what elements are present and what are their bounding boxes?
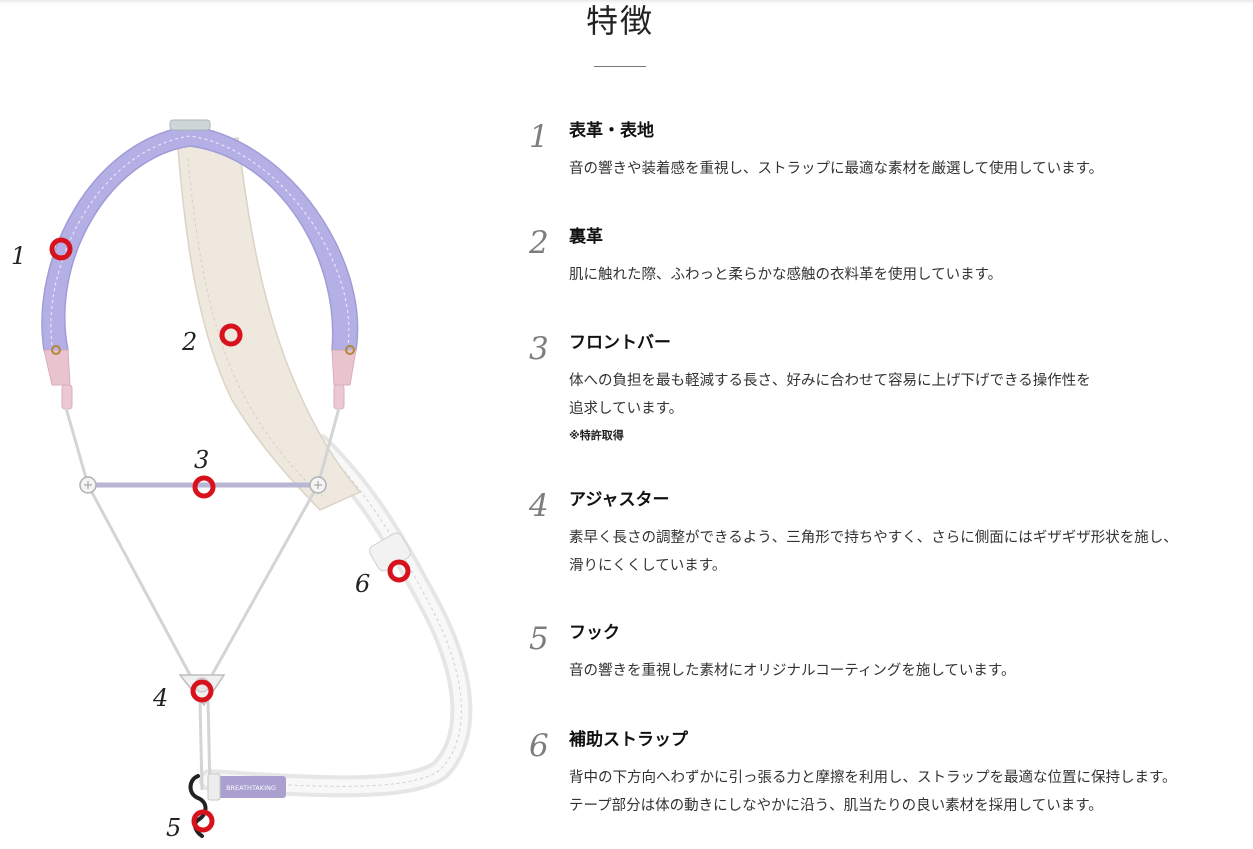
feature-title: フック — [569, 623, 620, 643]
back-pad — [177, 137, 362, 511]
feature-title: フロントバー — [569, 333, 671, 353]
feature-number: 1 — [529, 119, 549, 155]
feature-description: 音の響きを重視した素材にオリジナルコーティングを施しています。 — [569, 663, 1016, 679]
feature-description: 肌に触れた際、ふわっと柔らかな感触の衣料革を使用しています。 — [569, 267, 1003, 283]
marker-4 — [190, 679, 214, 703]
marker-3 — [192, 475, 216, 499]
feature-description: 素早く長さの調整ができるよう、三角形で持ちやすく、さらに側面にはギザギザ形状を施… — [569, 530, 1178, 574]
feature-number: 5 — [529, 621, 549, 657]
brand-tag — [216, 776, 286, 798]
feature-number: 4 — [529, 488, 549, 524]
strap-illustration: BREATHTAKING — [41, 119, 473, 838]
feature-markers — [49, 237, 411, 833]
feature-list: 1 表革・表地 音の響きや装着感を重視し、ストラップに最適な素材を厳選して使用し… — [526, 0, 1253, 845]
section-title: 特徴 — [585, 2, 654, 40]
feature-number: 2 — [529, 225, 549, 261]
diagram-label-5: 5 — [166, 814, 182, 842]
brand-tag-text: BREATHTAKING — [226, 784, 276, 792]
feature-title: 補助ストラップ — [569, 730, 688, 750]
feature-description: 体への負担を最も軽減する長さ、好みに合わせて容易に上げ下げできる操作性を 追求し… — [569, 373, 1091, 417]
diagram-label-4: 4 — [153, 684, 169, 712]
feature-number: 3 — [529, 331, 549, 367]
diagram-label-6: 6 — [355, 570, 371, 598]
feature-description: 背中の下方向へわずかに引っ張る力と摩擦を利用し、ストラップを最適な位置に保持しま… — [569, 770, 1177, 814]
feature-number: 6 — [529, 728, 549, 764]
marker-6 — [387, 559, 411, 583]
strap-cords — [64, 407, 341, 791]
strap-diagram: BREATHTAKING 1 2 3 4 5 6 — [0, 100, 500, 845]
header-shadow — [0, 0, 1253, 4]
title-divider — [594, 66, 646, 67]
marker-5 — [191, 809, 215, 833]
patent-note: ※特許取得 — [569, 429, 624, 442]
feature-title: 裏革 — [569, 227, 603, 247]
marker-1 — [49, 237, 73, 261]
diagram-label-1: 1 — [11, 242, 27, 270]
diagram-label-2: 2 — [182, 328, 198, 356]
feature-title: 表革・表地 — [569, 121, 654, 141]
feature-description: 音の響きや装着感を重視し、ストラップに最適な素材を厳選して使用しています。 — [569, 161, 1104, 177]
feature-title: アジャスター — [569, 490, 670, 510]
marker-2 — [219, 323, 243, 347]
diagram-label-3: 3 — [194, 446, 210, 474]
